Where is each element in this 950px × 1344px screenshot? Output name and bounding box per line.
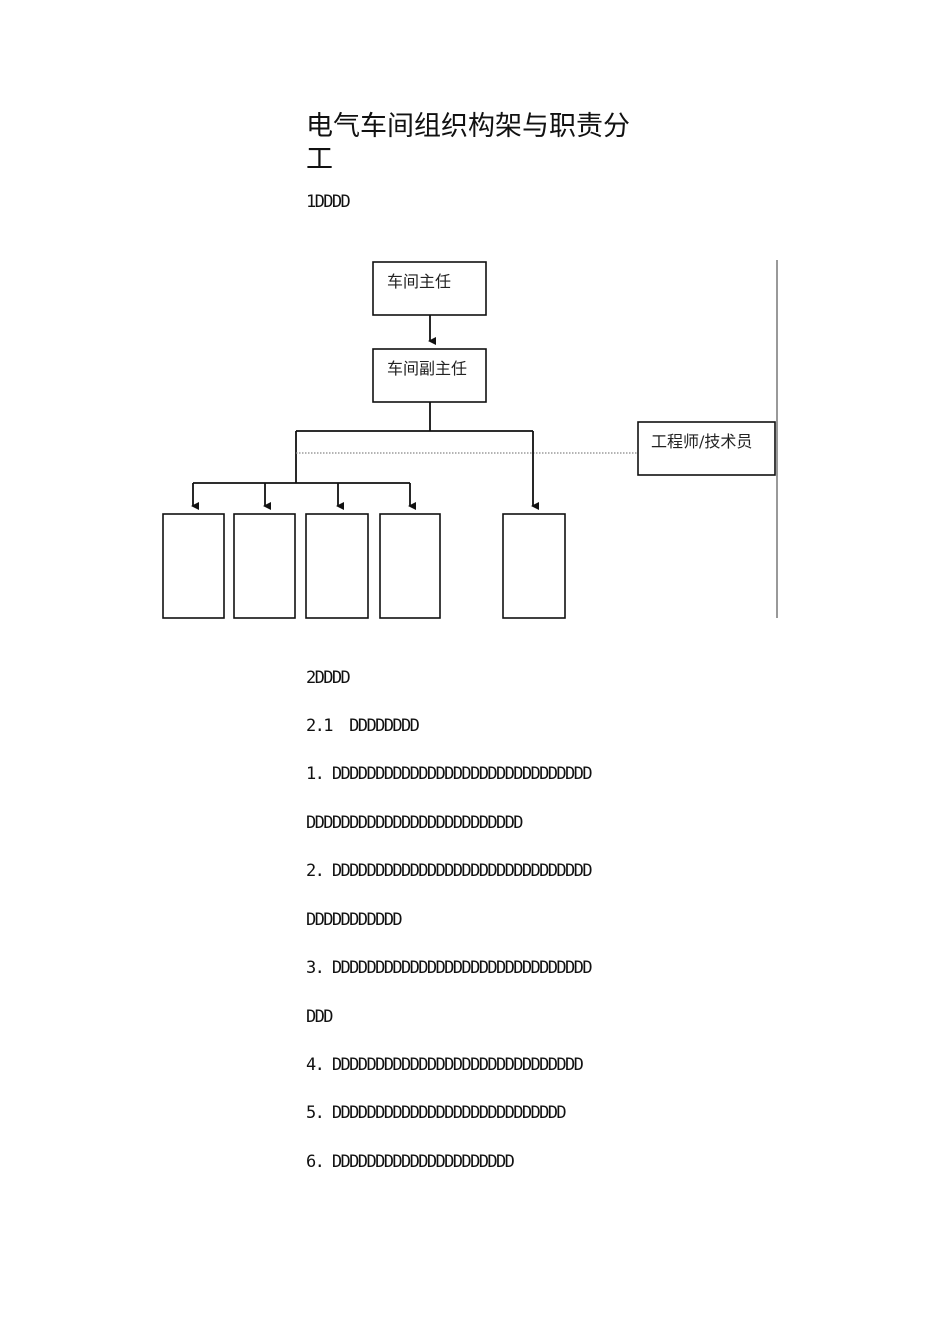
node-deputy-label: 车间副主任 (387, 359, 467, 378)
subsection-heading-2-1: 2.1 DDDDDDDD (306, 716, 420, 736)
node-unit3-box (305, 513, 369, 619)
node-engineer-label: 工程师/技术员 (651, 432, 752, 451)
list-item-5: 5. DDDDDDDDDDDDDDDDDDDDDDDDDDD (306, 1103, 567, 1123)
list-item-1: 1. DDDDDDDDDDDDDDDDDDDDDDDDDDDDDD (306, 764, 593, 784)
list-item-3: 3. DDDDDDDDDDDDDDDDDDDDDDDDDDDDDD (306, 958, 593, 978)
list-item-1-cont: DDDDDDDDDDDDDDDDDDDDDDDDD (306, 813, 523, 833)
node-director-label: 车间主任 (387, 272, 451, 291)
section-heading-1: 1DDDD (306, 192, 351, 212)
node-engineer-box (637, 421, 776, 476)
section-heading-2: 2DDDD (306, 668, 351, 688)
list-item-6: 6. DDDDDDDDDDDDDDDDDDDDD (306, 1152, 515, 1172)
list-item-3-cont: DDD (306, 1007, 334, 1027)
list-item-2-cont: DDDDDDDDDDD (306, 910, 403, 930)
document-title: 电气车间组织构架与职责分工 (306, 111, 630, 175)
org-chart: 车间主任 车间副主任 工程师/技术员 (162, 260, 778, 619)
list-item-4: 4. DDDDDDDDDDDDDDDDDDDDDDDDDDDDD (306, 1055, 584, 1075)
node-unit4-box (379, 513, 441, 619)
node-unit2-box (233, 513, 296, 619)
list-item-2: 2. DDDDDDDDDDDDDDDDDDDDDDDDDDDDDD (306, 861, 593, 881)
node-unit1-box (162, 513, 225, 619)
node-deputy-box (372, 348, 487, 403)
node-unit5-box (502, 513, 566, 619)
